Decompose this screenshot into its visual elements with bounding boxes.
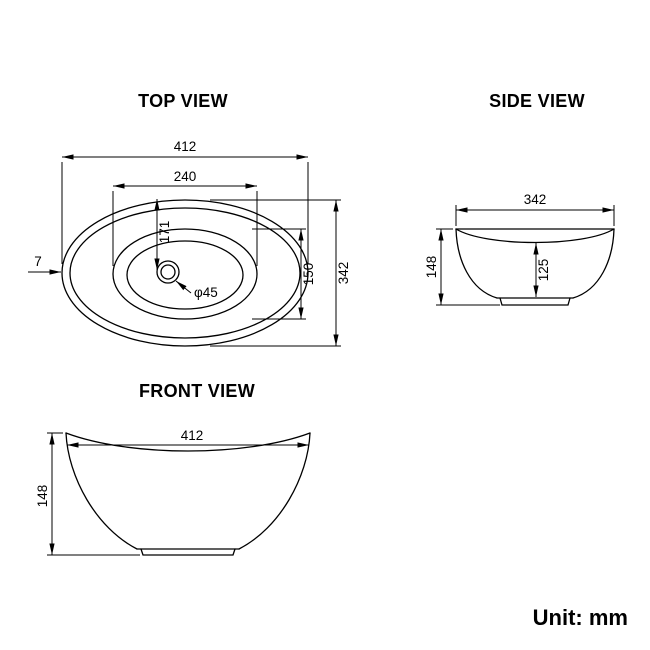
dim-label-171: 171: [157, 221, 172, 244]
dim-top-opening-width: 240: [112, 169, 258, 266]
right-wall: [572, 228, 615, 299]
basin-outer-edge: [61, 199, 309, 347]
drain-hole-outer: [156, 260, 180, 284]
dim-label-412: 412: [174, 139, 197, 154]
right-wall: [238, 432, 311, 550]
basin-floor-edge: [126, 240, 244, 310]
front-view-title: FRONT VIEW: [139, 381, 255, 401]
side-view: SIDE VIEW 342 148 125: [424, 91, 615, 306]
dim-front-overall-height: 148: [35, 432, 140, 556]
drain-hole-inner: [160, 264, 176, 280]
dim-top-overall-depth: 342: [210, 199, 351, 347]
foot-ring: [499, 297, 571, 306]
top-view-title: TOP VIEW: [138, 91, 228, 111]
foot-ring: [140, 548, 236, 556]
dim-top-drain-offset: 171: [154, 199, 172, 270]
dim-side-overall-height: 148: [424, 228, 500, 306]
dim-label-148: 148: [35, 485, 50, 508]
dim-label-342: 342: [336, 262, 351, 285]
dim-front-overall-width: 412: [67, 428, 309, 448]
side-view-outline: [455, 228, 615, 306]
top-view-outline: [61, 199, 309, 347]
dim-label-150: 150: [301, 263, 316, 286]
side-view-title: SIDE VIEW: [489, 91, 585, 111]
dim-side-overall-depth: 342: [455, 192, 615, 226]
dim-top-rim-thickness: 7: [28, 254, 61, 275]
top-view: TOP VIEW 412 240 171: [28, 91, 351, 347]
dim-label-125: 125: [536, 259, 551, 282]
dim-side-inner-depth: 125: [533, 243, 551, 297]
left-wall: [455, 228, 498, 299]
front-view: FRONT VIEW 412 148: [35, 381, 311, 556]
leader-line: [175, 280, 192, 294]
dim-label-412: 412: [181, 428, 204, 443]
dim-top-overall-width: 412: [61, 139, 309, 264]
dim-label-342: 342: [524, 192, 547, 207]
front-view-outline: [65, 432, 311, 556]
left-wall: [65, 432, 138, 550]
dim-label-7: 7: [34, 254, 42, 269]
dim-label-148: 148: [424, 256, 439, 279]
unit-note: Unit: mm: [533, 605, 628, 630]
dim-top-opening-depth: 150: [252, 228, 316, 320]
basin-opening-edge: [112, 228, 258, 320]
dim-label-240: 240: [174, 169, 197, 184]
rim-inner-curve: [455, 228, 615, 244]
dim-label-drain: φ45: [194, 285, 218, 300]
rim-front-curve: [65, 432, 311, 452]
dim-top-drain-diameter: φ45: [175, 280, 218, 300]
